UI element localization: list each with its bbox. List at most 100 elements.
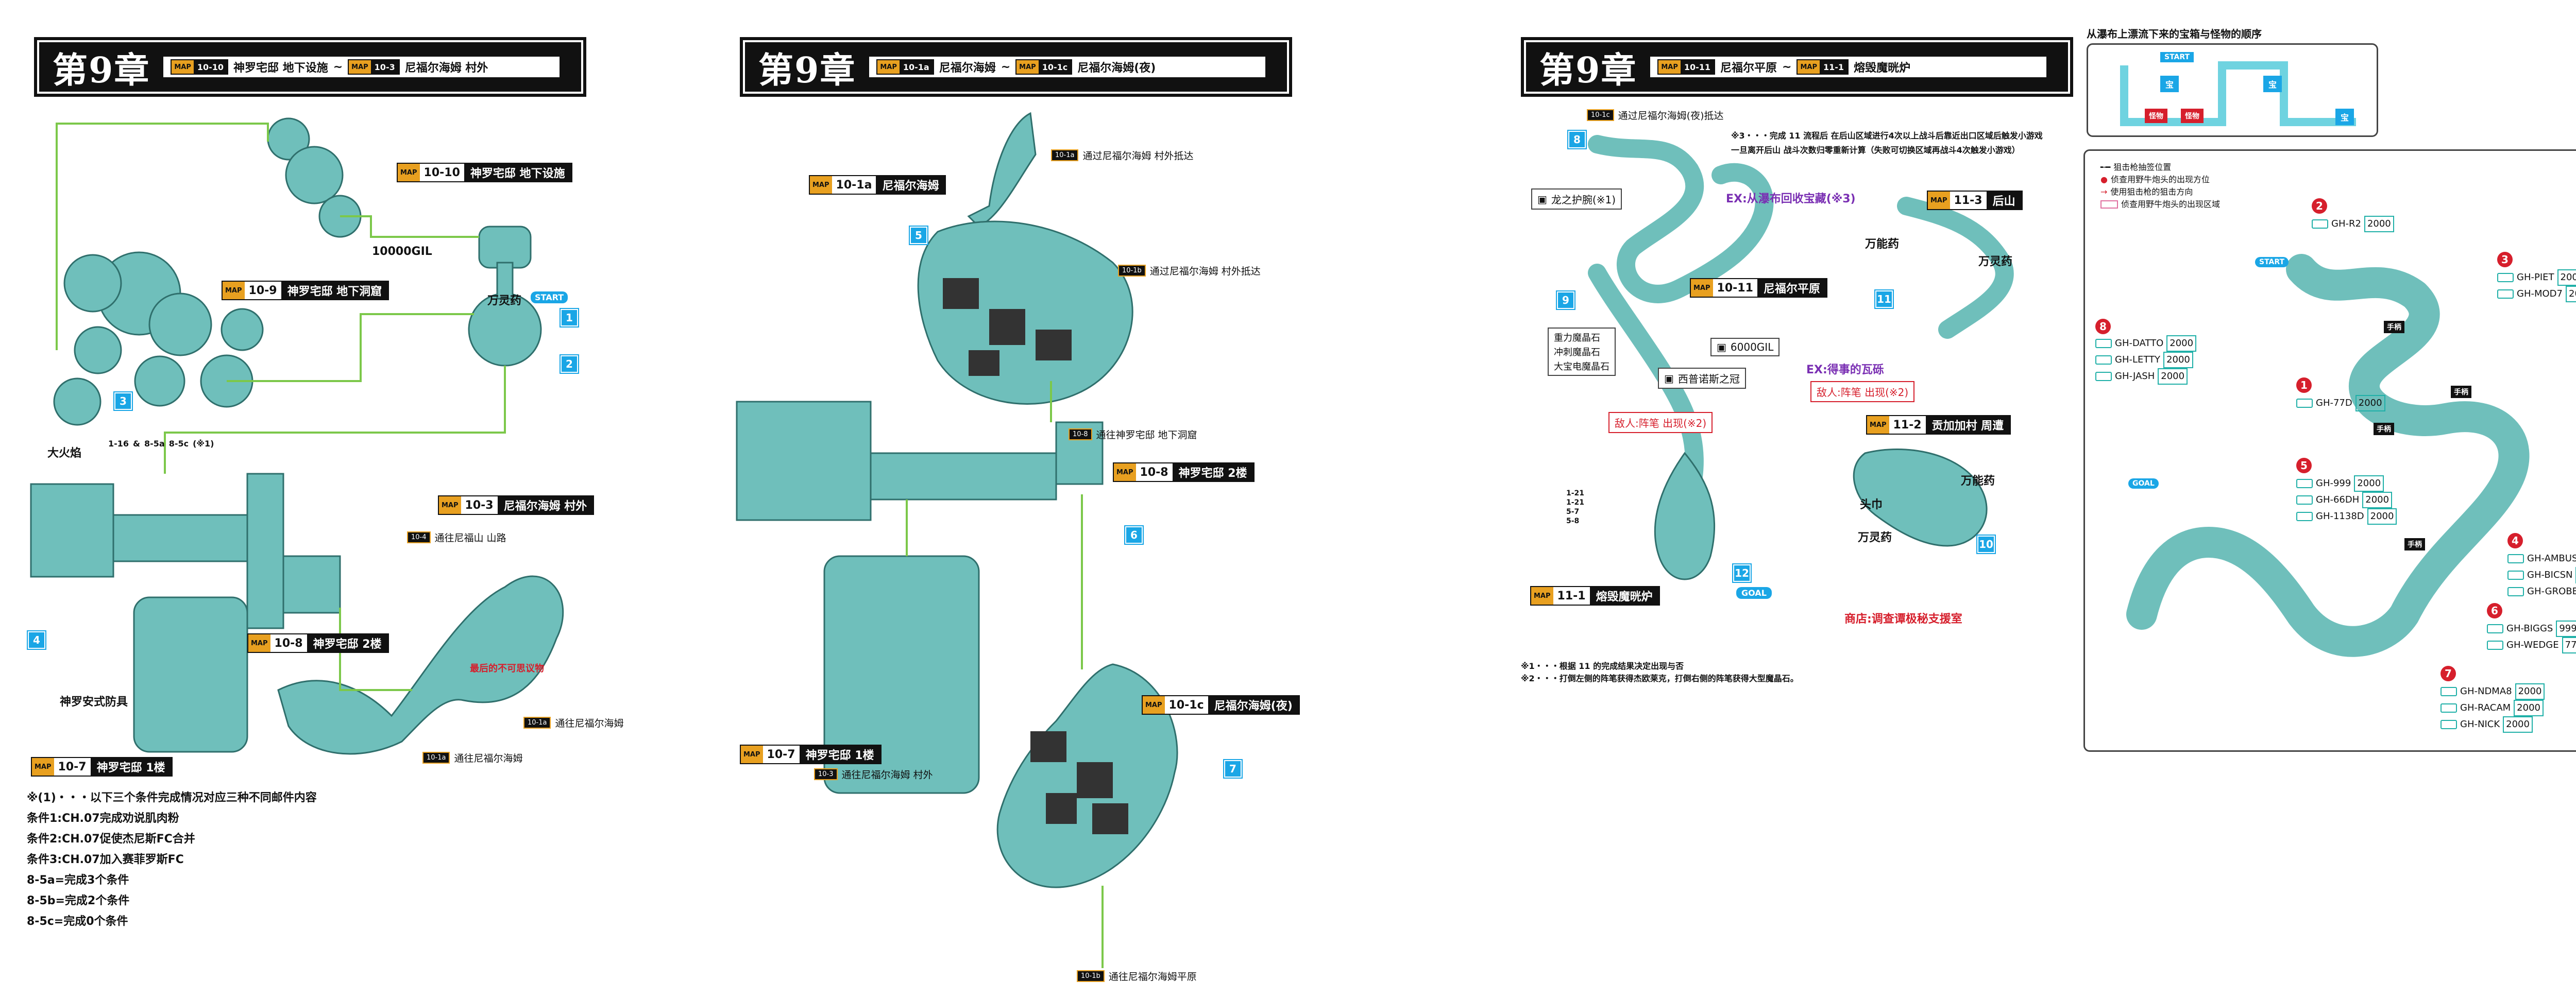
start-marker: START [531,291,568,303]
corridor [496,262,514,300]
marker-9: 9 [1557,291,1574,309]
marker-5: 5 [910,227,927,244]
marker-4: 4 [28,631,45,649]
area-map-p3 [1588,135,2014,580]
river-goal: GOAL [2128,478,2159,489]
flow-box-1: 宝 [2160,76,2179,92]
cave-room [53,377,101,426]
handle-label: 手柄 [2384,321,2404,333]
flow-diagram [2120,61,2356,126]
meltdown-reactor [1654,452,1716,580]
gongaga-area [1853,449,1988,547]
group-1-marker: 1 [2296,377,2312,393]
group-4-marker: 4 [2507,533,2523,548]
flow-panel: START 宝 怪物 怪物 宝 宝 [2087,43,2378,137]
group-8-marker: 8 [2095,319,2111,334]
marker-1: 1 [561,309,578,326]
group-6-marker: 6 [2487,603,2502,618]
headband: 头巾 [1860,498,1883,511]
enemy-spawn-right: 敌人:阵笔 出现(※2) [1810,381,1915,402]
ex-waterfall-treasure: EX:从瀑布回收宝藏(※3) [1726,193,1856,205]
chest-icon: ▣ [1717,341,1726,353]
flow-box-3: 宝 [2335,109,2354,125]
mansion-corridor [870,452,1057,501]
flow-start: START [2160,52,2194,62]
sniper-minigame-panel: ╾━狙击枪抽签位置 ●侦查用野牛炮头的出现方位 →使用狙击枪的狙击方向 侦查用野… [2083,149,2576,752]
facility-room [478,226,532,269]
cave-room [221,308,264,351]
chapter-title: 第9章 [53,49,150,91]
cave-room [285,146,344,204]
chest-icon: ▣ [1537,193,1547,205]
shop-note: 商店:调查谭极秘支援室 [1844,613,1962,626]
shenluo-armor-pickup: 神罗安式防具 [60,696,128,709]
group-5-marker: 5 [2296,458,2312,473]
elixir-2: 万灵药 [1978,255,2013,268]
village-day [917,220,1133,405]
village-outskirts-path [277,575,564,755]
cave-room [74,326,122,374]
marker-8: 8 [1568,131,1586,148]
chest-icon: ▣ [1664,372,1674,385]
mansion-wing [30,483,114,578]
handle-label: 手柄 [2374,423,2394,435]
legend: ╾━狙击枪抽签位置 ●侦查用野牛炮头的出现方位 →使用狙击枪的狙击方向 侦查用野… [2100,162,2221,209]
handle-label: 手柄 [2451,386,2471,398]
flow-monster-1: 怪物 [2145,109,2167,123]
mansion-wing [246,473,284,629]
group-7-marker: 7 [2441,666,2456,681]
last-mystery-item: 最后的不可思议物 [470,663,544,674]
cave-room [63,254,122,313]
arrow-icon: → [2100,187,2108,197]
chest-longzhi: ▣龙之护腕(※1) [1531,188,1622,210]
route-line [340,215,479,238]
ex-rubble: EX:得事的瓦砾 [1806,364,1884,376]
handle-label: 手柄 [2404,538,2425,550]
marker-12: 12 [1733,564,1751,582]
chapter-title: 第9章 [1539,49,1637,91]
chest-gil: ▣6000GIL [1710,338,1780,356]
mansion-wing [282,555,341,614]
mansion-wing [133,596,248,753]
river-map [2126,254,2530,657]
area-map-p2 [736,112,1178,968]
enemy-spawn-left: 敌人:阵笔 出现(※2) [1608,412,1713,433]
group-3-list: GH-PIET2000 GH-MOD72000 [2497,269,2576,302]
route-line [164,366,506,474]
flow-title: 从瀑布上漂流下来的宝箱与怪物的顺序 [2087,28,2262,40]
marker-7: 7 [1224,760,1242,778]
group-4-list: GH-AMBUS2000 GH-BICSN2000 GH-GROBE3000 [2507,550,2576,600]
mansion-wing [112,514,269,562]
river-start: START [2255,257,2289,267]
cave-room [148,292,212,356]
elixir-1: 万能药 [1865,238,1900,251]
